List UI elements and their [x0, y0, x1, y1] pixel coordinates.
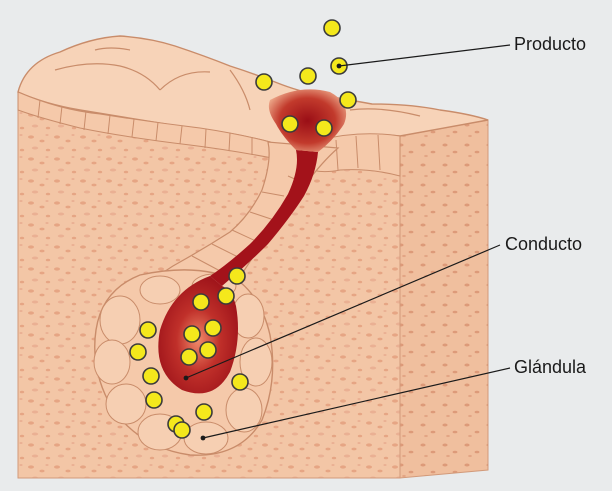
secretion-droplet [181, 349, 197, 365]
secretion-droplet [324, 20, 340, 36]
secretion-droplet [218, 288, 234, 304]
secretion-droplet [143, 368, 159, 384]
secretion-droplet [193, 294, 209, 310]
secretion-droplet [146, 392, 162, 408]
leader-dot-gland [201, 436, 206, 441]
secretion-droplet [256, 74, 272, 90]
secretion-droplet [316, 120, 332, 136]
leader-line-product [339, 45, 510, 66]
secretion-droplet [174, 422, 190, 438]
label-product: Producto [514, 34, 586, 55]
secretion-droplet [205, 320, 221, 336]
secretion-droplet [140, 322, 156, 338]
secretion-droplet [340, 92, 356, 108]
leader-dot-duct [184, 376, 189, 381]
secretion-droplet [130, 344, 146, 360]
secretion-droplet [232, 374, 248, 390]
label-gland: Glándula [514, 357, 586, 378]
tissue-side-face [400, 120, 488, 478]
leader-dot-product [337, 64, 342, 69]
secretion-droplet [229, 268, 245, 284]
secretion-droplet [184, 326, 200, 342]
label-duct: Conducto [505, 234, 582, 255]
secretion-droplet [300, 68, 316, 84]
secretion-droplet [196, 404, 212, 420]
secretion-droplet [282, 116, 298, 132]
secretion-droplet [200, 342, 216, 358]
